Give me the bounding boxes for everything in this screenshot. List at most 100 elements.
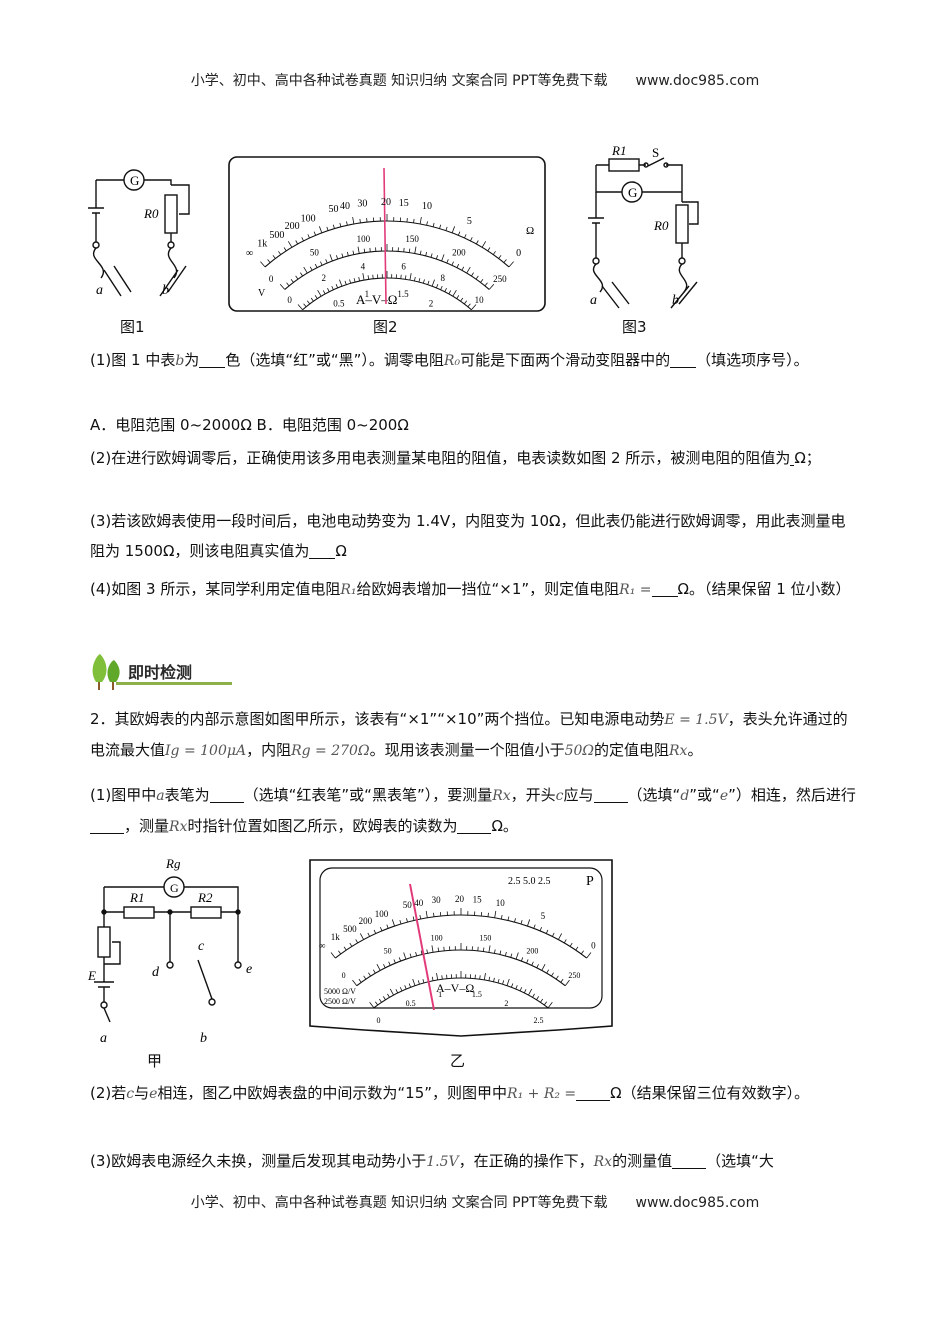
- dial-tick: [497, 978, 500, 984]
- dial-scale-label: 50: [384, 946, 392, 955]
- q1-blank-r1[interactable]: [651, 578, 678, 597]
- dial-tick: [483, 972, 486, 980]
- dial-tick: [523, 989, 527, 994]
- dial-tick: [391, 919, 395, 927]
- dial-tick: [359, 933, 364, 940]
- q1-blank-color[interactable]: [199, 349, 226, 368]
- dial-tick: [580, 950, 584, 955]
- dial-tick: [528, 988, 533, 996]
- dial-tick: [555, 975, 559, 980]
- q2-blank-r1r2[interactable]: [576, 1082, 611, 1101]
- dial-scale-label: 250: [493, 274, 507, 284]
- dial-tick: [471, 304, 477, 311]
- dial-scale-label: 0: [269, 274, 274, 284]
- dial-scale-label: 200: [359, 916, 373, 926]
- dial-tick: [451, 261, 454, 266]
- fig1-a: a: [96, 283, 103, 298]
- q1-part1: (1)图 1 中表b为色（选填“红”或“黑”）。调零电阻R₀可能是下面两个滑动变…: [90, 349, 809, 369]
- dial-scale-label: 0: [342, 971, 346, 980]
- fig1-r0: R0: [143, 206, 159, 221]
- q1-blank-resistance[interactable]: [790, 447, 795, 466]
- dial-tick: [283, 247, 287, 252]
- yi-note1: 5000 Ω/V: [324, 987, 356, 996]
- yi-label: A–V–Ω: [436, 981, 474, 995]
- q2-blank-compare[interactable]: [672, 1150, 707, 1169]
- dial-scale-label: 150: [479, 934, 491, 943]
- dial-scale-label: 2.5: [533, 1016, 543, 1025]
- dial-tick: [287, 241, 293, 248]
- dial-arc: [264, 220, 510, 268]
- fig3-r1: R1: [611, 143, 626, 158]
- dial-tick: [406, 918, 408, 923]
- dial-tick: [419, 915, 422, 920]
- dial-tick: [510, 953, 513, 958]
- q2-blank-operation[interactable]: [90, 815, 124, 834]
- dial-tick: [471, 272, 474, 277]
- dial-scale-label: 0: [516, 248, 521, 259]
- fig1-caption: 图1: [120, 318, 145, 336]
- dial-tick: [353, 278, 356, 283]
- header-site[interactable]: www.doc985.com: [635, 73, 760, 89]
- dial-tick: [352, 217, 355, 225]
- dial-scale-label: 10: [422, 201, 432, 212]
- dial-tick: [404, 985, 407, 990]
- dial-scale-label: 4: [361, 261, 366, 271]
- dial-tick: [545, 929, 549, 934]
- dial-tick: [415, 951, 418, 956]
- q2-part3: (3)欧姆表电源经久未换，测量后发现其电动势小于1.5V，在正确的操作下，Rx的…: [90, 1150, 774, 1170]
- dial-tick: [383, 964, 386, 969]
- dial-tick: [368, 972, 371, 977]
- dial-tick: [343, 946, 347, 951]
- dial-scale-label: 40: [340, 201, 350, 212]
- dial-tick: [425, 910, 428, 918]
- yi-corner: 2.5 5.0 2.5: [508, 876, 551, 887]
- dial-tick: [451, 226, 456, 233]
- dial-scale-label: 5: [467, 216, 472, 227]
- dial-tick: [464, 234, 467, 239]
- dial-tick: [322, 290, 326, 295]
- dial-tick: [314, 295, 318, 299]
- q1-part4: (4)如图 3 所示，某同学利用定值电阻R₁给欧姆表增加一挡位“×1”，则定值电…: [90, 578, 851, 598]
- dial-scale-label: 1: [365, 289, 370, 299]
- dial-tick: [389, 988, 394, 996]
- q1-blank-option[interactable]: [670, 349, 697, 368]
- dial-tick: [279, 283, 286, 290]
- dial-scale-label: 0: [591, 941, 596, 951]
- dial-tick: [431, 279, 435, 287]
- dial-scale-label: 1: [438, 990, 442, 999]
- dial-tick: [399, 920, 402, 925]
- q2-blank-switch[interactable]: [593, 784, 628, 803]
- dial-tick: [432, 222, 435, 227]
- dial-tick: [475, 240, 479, 245]
- q2-blank-probe[interactable]: [209, 784, 244, 803]
- dial-tick: [515, 985, 518, 990]
- dial-tick: [536, 964, 539, 969]
- dial-tick: [481, 241, 487, 248]
- dial-tick: [427, 280, 430, 285]
- dial-tick: [504, 951, 507, 956]
- dial-tick: [414, 276, 416, 282]
- q2-intro: 2．其欧姆表的内部示意图如图甲所示，该表有“×1”“×10”两个挡位。已知电源电…: [90, 710, 848, 759]
- dial-tick: [569, 942, 573, 947]
- dial-tick: [487, 247, 491, 252]
- dial-tick: [409, 273, 412, 281]
- footer-site[interactable]: www.doc985.com: [635, 1195, 760, 1211]
- dial-scale-label: 50: [403, 900, 413, 910]
- dial-tick: [419, 217, 422, 225]
- dial-tick: [484, 282, 488, 287]
- dial-tick: [349, 942, 353, 947]
- dial-tick: [500, 915, 503, 920]
- jia-d: d: [152, 965, 160, 980]
- dial-arc: [356, 949, 566, 987]
- dial-tick: [403, 952, 407, 960]
- q1-blank-true-value[interactable]: [309, 540, 336, 559]
- q2-blank-reading[interactable]: [457, 815, 492, 834]
- dial-arc: [334, 914, 588, 959]
- dial-tick: [413, 218, 415, 223]
- dial-tick: [499, 950, 502, 955]
- dial-tick: [295, 275, 299, 280]
- dial-tick: [303, 303, 307, 308]
- dial-tick: [492, 251, 496, 255]
- q2-part2: (2)若c与e相连，图乙中欧姆表盘的中间示数为“15”，则图甲中R₁ + R₂ …: [90, 1082, 810, 1102]
- dial-tick: [408, 983, 411, 988]
